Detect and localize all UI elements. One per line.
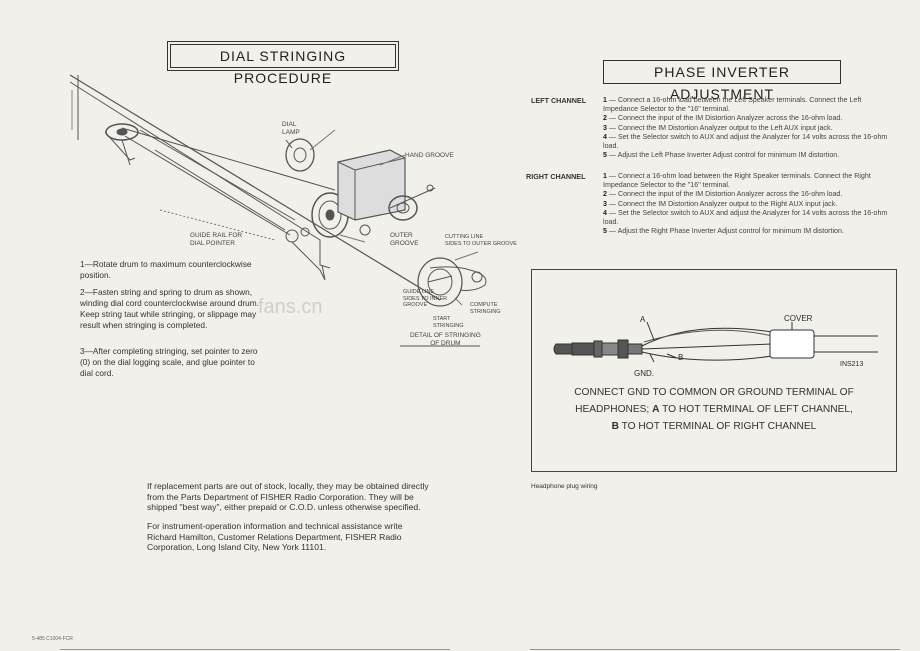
start-stringing-label: START STRINGING — [433, 316, 464, 329]
wiring-instruction: CONNECT GND TO COMMON OR GROUND TERMINAL… — [574, 387, 854, 432]
hand-groove-label: HAND GROOVE — [405, 152, 454, 159]
right-channel-step: 3 — Connect the IM Distortion Analyzer o… — [603, 199, 838, 208]
left-channel-step: 3 — Connect the IM Distortion Analyzer o… — [603, 123, 833, 132]
dial-stringing-title-text: DIAL STRINGING PROCEDURE — [219, 48, 347, 86]
headphone-plug-diagram — [553, 321, 878, 363]
dial-mechanism-diagram — [69, 74, 487, 347]
stringing-step-1: 1—Rotate drum to maximum counterclockwis… — [80, 259, 252, 280]
page-code: 5-485 C1004-FCR — [32, 636, 73, 642]
part-number-label: INS213 — [840, 361, 864, 368]
watermark-text: fans.cn — [258, 296, 323, 318]
left-channel-label: LEFT CHANNEL — [531, 96, 587, 105]
stringing-step-2: 2—Fasten string and spring to drum as sh… — [80, 287, 259, 330]
right-channel-step: 5 — Adjust the Right Phase Inverter Adju… — [603, 227, 844, 236]
left-channel-step: 5 — Adjust the Left Phase Inverter Adjus… — [603, 151, 840, 160]
compute-stringing-label: COMPUTE STRINGING — [470, 302, 501, 315]
technical-assistance-paragraph: For instrument-operation information and… — [147, 521, 403, 552]
stringing-step-3: 3—After completing stringing, set pointe… — [80, 346, 258, 378]
bottom-rule-left — [60, 649, 450, 650]
outer-groove-label: OUTER GROOVE — [390, 232, 419, 247]
headphone-wiring-box: A B GND. COVER INS213 CONNECT GND TO COM… — [531, 269, 897, 472]
gnd-label: GND. — [634, 369, 654, 378]
guide-line-label: GUIDE LINE SIDES TO INNER GROOVE — [403, 289, 448, 308]
right-channel-steps: 1 — Connect a 16-ohm load between the Ri… — [603, 172, 888, 236]
left-channel-step: 2 — Connect the input of the IM Distorti… — [603, 114, 843, 123]
wire-b-label: B — [678, 353, 684, 362]
right-channel-step: 2 — Connect the input of the IM Distorti… — [603, 190, 843, 199]
guide-rail-label: GUIDE RAIL FOR DIAL POINTER — [190, 232, 243, 247]
right-channel-label: RIGHT CHANNEL — [526, 172, 586, 181]
left-channel-step: 1 — Connect a 16-ohm load between the Le… — [603, 96, 862, 114]
detail-caption: DETAIL OF STRINGING OF DRUM — [410, 332, 481, 347]
wiring-caption: Headphone plug wiring — [531, 483, 598, 490]
right-channel-step: 4 — Set the Selector switch to AUX and a… — [603, 208, 888, 227]
replacement-parts-paragraph: If replacement parts are out of stock, l… — [147, 481, 429, 512]
bottom-rule-right — [530, 649, 900, 650]
dial-lamp-label: DIAL LAMP — [282, 121, 300, 136]
dial-stringing-title: DIAL STRINGING PROCEDURE — [167, 41, 399, 86]
wire-a-label: A — [640, 315, 646, 324]
left-channel-step: 4 — Set the Selector switch to AUX and a… — [603, 132, 888, 151]
right-channel-step: 1 — Connect a 16-ohm load between the Ri… — [603, 172, 871, 190]
cover-label: COVER — [784, 314, 813, 323]
phase-inverter-title: PHASE INVERTER ADJUSTMENT — [603, 60, 841, 102]
cutting-line-label: CUTTING LINE SIDES TO OUTER GROOVE — [445, 234, 517, 247]
phase-inverter-title-text: PHASE INVERTER ADJUSTMENT — [654, 64, 790, 102]
left-channel-steps: 1 — Connect a 16-ohm load between the Le… — [603, 96, 888, 160]
